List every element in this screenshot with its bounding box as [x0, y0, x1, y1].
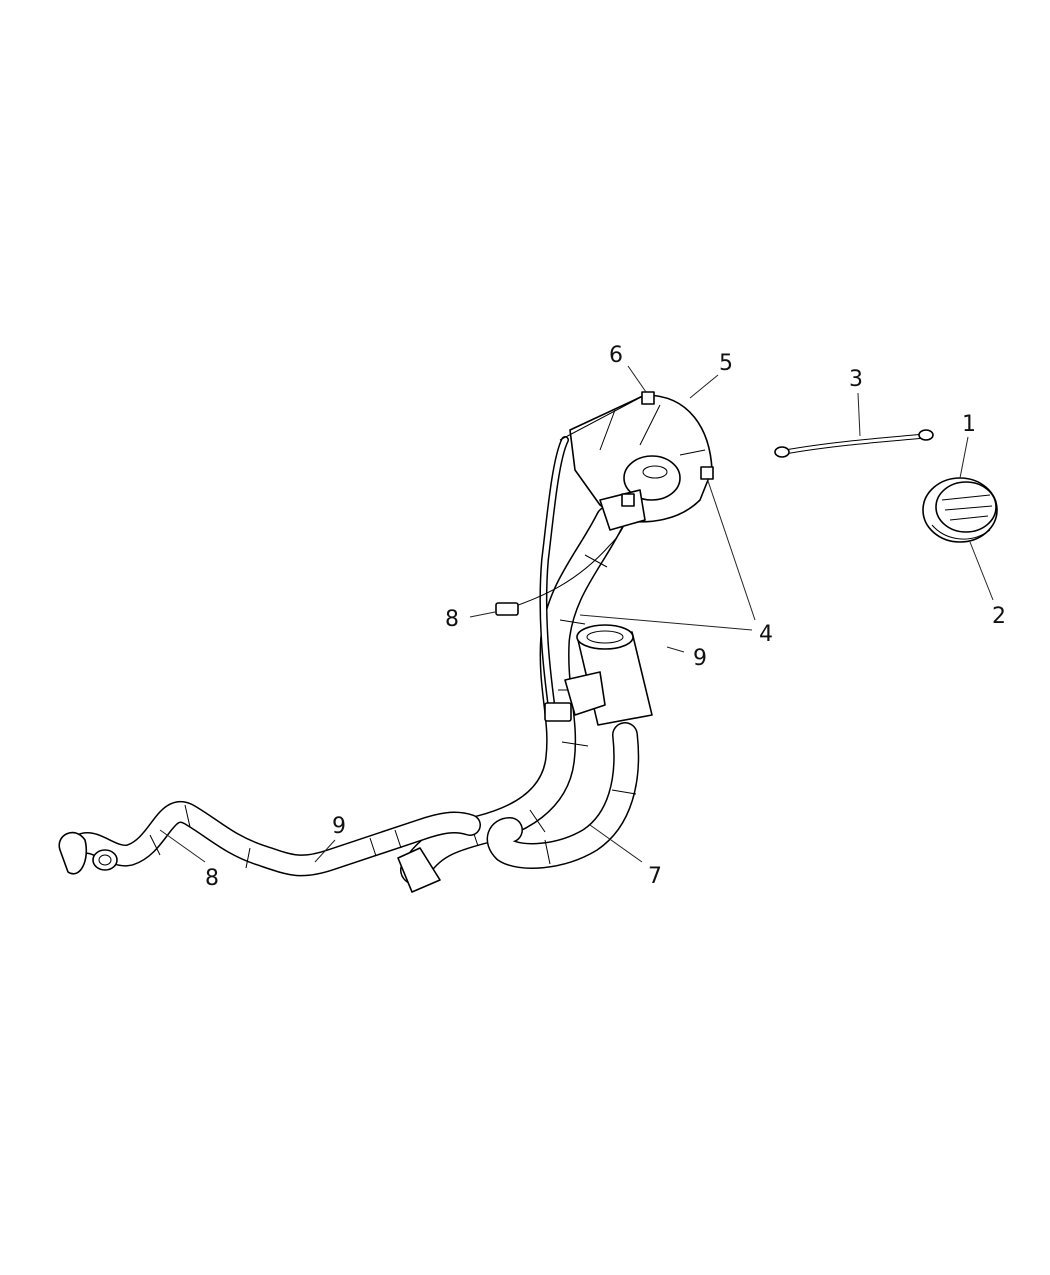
callout-1: 1 [962, 412, 976, 437]
leader-lines [159, 365, 994, 863]
callout-4: 4 [759, 622, 773, 647]
callout-9-right: 9 [693, 646, 707, 671]
callout-5: 5 [719, 351, 733, 376]
callout-3: 3 [849, 367, 863, 392]
callout-7: 7 [648, 864, 662, 889]
screw-4a [700, 466, 714, 480]
screw-4b [621, 493, 635, 507]
connector [495, 602, 519, 616]
tube-outlet [397, 847, 441, 893]
secondary-tube [486, 722, 640, 869]
fuel-cap [922, 477, 998, 543]
tether [774, 429, 934, 458]
callout-8-lower: 8 [205, 866, 219, 891]
callout-2: 2 [992, 604, 1006, 629]
filter-canister [544, 624, 653, 726]
screw-6 [641, 391, 655, 405]
filler-housing [559, 394, 713, 531]
callout-8-upper: 8 [445, 607, 459, 632]
callout-6: 6 [609, 343, 623, 368]
callout-9-lower: 9 [332, 814, 346, 839]
vent-hose [58, 801, 481, 877]
